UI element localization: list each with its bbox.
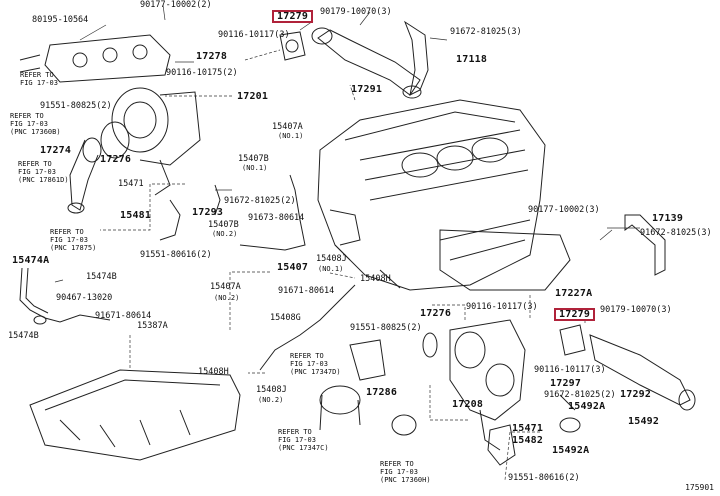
part-label: 15492A <box>552 445 590 456</box>
part-label: 15408H <box>360 274 391 284</box>
part-label-highlighted[interactable]: 17279 <box>554 308 596 321</box>
part-label: 15474B <box>8 331 39 341</box>
exhaust-manifold-left <box>20 35 170 82</box>
part-label: 15492A <box>568 401 606 412</box>
part-label: 15408J <box>256 385 287 395</box>
oil-pan-cover-drawing <box>440 230 570 290</box>
refer-note: REFER TO FIG 17-03 (PNC 17360B) <box>10 112 61 136</box>
part-label: 90179-10070(3) <box>320 7 392 17</box>
engine-block-drawing <box>318 100 545 290</box>
part-label: (NO.1) <box>242 164 268 172</box>
part-label: 15471 <box>512 423 544 434</box>
part-label: 15408G <box>270 313 301 323</box>
part-label: 17118 <box>456 54 488 65</box>
part-label: 17286 <box>366 387 398 398</box>
gasket-17279-top <box>280 32 305 60</box>
refer-note: REFER TO FIG 17-03 (PNC 17360H) <box>380 460 431 484</box>
part-label: 15492 <box>628 416 660 427</box>
part-label: 90177-10002(2) <box>140 0 212 10</box>
bracket-17139 <box>625 215 665 275</box>
part-label: 91551-80825(2) <box>350 323 422 333</box>
refer-note: REFER TO FIG 17-03 <box>20 71 58 87</box>
part-label: 17274 <box>40 145 72 156</box>
refer-note: REFER TO FIG 17-03 (PNC 17347D) <box>290 352 341 376</box>
part-label: 15471 <box>118 179 144 189</box>
part-label: 90467-13020 <box>56 293 113 303</box>
part-label: 90116-10175(2) <box>166 68 238 78</box>
part-label: 15481 <box>120 210 152 221</box>
oil-tube-15474 <box>20 268 110 324</box>
part-label: 80195-10564 <box>32 15 89 25</box>
part-label: 17227A <box>555 288 593 299</box>
part-label: (NO.1) <box>278 132 304 140</box>
refer-note: REFER TO FIG 17-03 (PNC 17347C) <box>278 428 329 452</box>
intake-pipe-right <box>320 333 437 435</box>
part-label: 90116-10117(3) <box>218 30 290 40</box>
part-label: 15407B <box>238 154 269 164</box>
part-label: 91672-81025(2) <box>224 196 296 206</box>
part-label: 17201 <box>237 91 269 102</box>
heat-shield-17118 <box>405 22 428 95</box>
figure-id: 175901 <box>685 483 714 492</box>
part-label: 17276 <box>100 154 132 165</box>
part-label: (NO.2) <box>258 396 284 404</box>
part-label: 90116-10117(3) <box>466 302 538 312</box>
part-label: 91672-81025(3) <box>640 228 712 238</box>
part-label: 15407 <box>277 262 309 273</box>
part-label: 15474B <box>86 272 117 282</box>
part-label: 15408H <box>198 367 229 377</box>
part-label: 17297 <box>550 378 582 389</box>
part-label-highlighted[interactable]: 17279 <box>272 10 314 23</box>
part-label: 17293 <box>192 207 224 218</box>
oil-parts-right-lower <box>488 395 580 465</box>
oil-line-15408g <box>260 285 355 370</box>
part-label: 17291 <box>351 84 383 95</box>
exhaust-pipe-17292 <box>560 325 695 410</box>
part-label: 17139 <box>652 213 684 224</box>
part-label: 91672-81025(3) <box>450 27 522 37</box>
part-label: 90179-10070(3) <box>600 305 672 315</box>
part-label: 17292 <box>620 389 652 400</box>
part-label: 91551-80825(2) <box>40 101 112 111</box>
part-label: 91672-81025(2) <box>544 390 616 400</box>
part-label: 15407B <box>208 220 239 230</box>
intake-pipe-left <box>68 138 101 213</box>
part-label: (NO.1) <box>318 265 344 273</box>
turbocharger-right <box>450 320 525 450</box>
part-label: 17276 <box>420 308 452 319</box>
part-label: (NO.2) <box>212 230 238 238</box>
part-label: 90116-10117(3) <box>534 365 606 375</box>
part-label: 91671-80614 <box>278 286 335 296</box>
part-label: 15474A <box>12 255 50 266</box>
part-label: 90177-10002(3) <box>528 205 600 215</box>
part-label: 91671-80614 <box>95 311 152 321</box>
part-label: (NO.2) <box>214 294 240 302</box>
turbocharger-left <box>101 88 200 195</box>
part-label: 15387A <box>137 321 168 331</box>
part-label: 91551-80616(2) <box>140 250 212 260</box>
refer-note: REFER TO FIG 17-03 (PNC 17861D) <box>18 160 69 184</box>
oil-pan-drawing <box>30 370 240 460</box>
part-label: 91551-80616(2) <box>508 473 580 483</box>
part-label: 91673-80614 <box>248 213 305 223</box>
part-label: 15407A <box>272 122 303 132</box>
refer-note: REFER TO FIG 17-03 (PNC 17875) <box>50 228 97 252</box>
part-label: 15408J <box>316 254 347 264</box>
solid-leader-lines <box>55 5 640 282</box>
part-label: 17278 <box>196 51 228 62</box>
part-label: 15482 <box>512 435 544 446</box>
part-label: 17208 <box>452 399 484 410</box>
part-label: 15407A <box>210 282 241 292</box>
